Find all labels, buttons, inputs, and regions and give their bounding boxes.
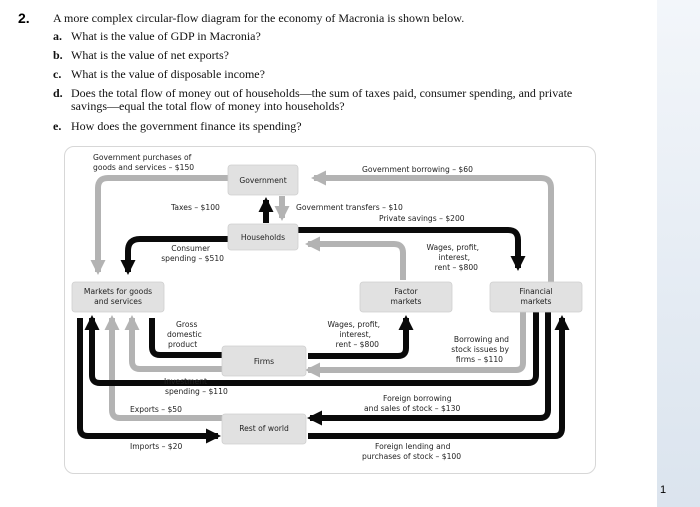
part-letter: e. — [53, 119, 62, 133]
part-text: How does the government finance its spen… — [71, 119, 302, 133]
question-intro: A more complex circular-flow diagram for… — [53, 11, 465, 25]
slide-side-strip — [657, 0, 700, 507]
part-letter: d. — [53, 86, 63, 100]
question-number: 2. — [18, 10, 30, 26]
question-part-c: c. What is the value of disposable income… — [53, 68, 613, 81]
part-text: Does the total flow of money out of hous… — [71, 86, 573, 113]
part-text: What is the value of disposable income? — [71, 67, 265, 81]
question-part-b: b. What is the value of net exports? — [53, 49, 613, 62]
diagram-frame — [64, 146, 596, 474]
question-part-d: d. Does the total flow of money out of ho… — [53, 87, 613, 113]
part-text: What is the value of net exports? — [71, 48, 229, 62]
part-text: What is the value of GDP in Macronia? — [71, 29, 261, 43]
part-letter: b. — [53, 48, 63, 62]
page-number: 1 — [660, 484, 667, 496]
part-letter: a. — [53, 29, 62, 43]
question-part-e: e. How does the government finance its sp… — [53, 120, 613, 133]
question-part-a: a. What is the value of GDP in Macronia? — [53, 30, 613, 43]
part-letter: c. — [53, 67, 62, 81]
